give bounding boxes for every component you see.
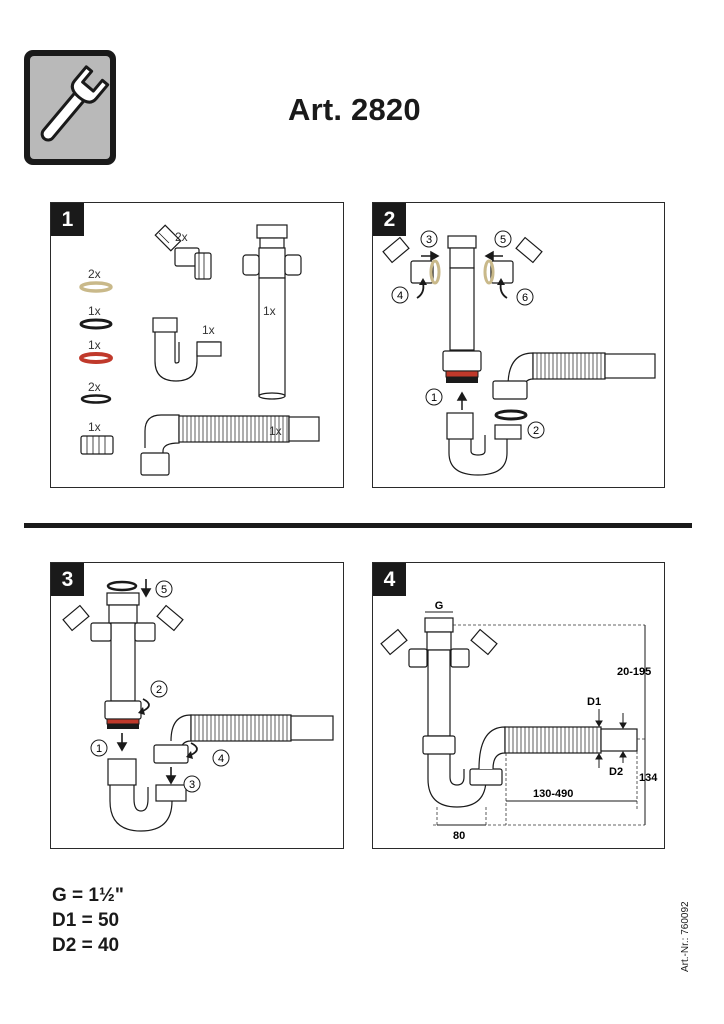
svg-text:4: 4 (218, 753, 224, 765)
section-divider (24, 523, 692, 528)
svg-text:5: 5 (161, 584, 167, 596)
dim-d1: D1 (587, 696, 601, 708)
svg-text:1: 1 (431, 392, 437, 404)
dim-d2: D2 (609, 766, 623, 778)
step-marker-4: 4 (391, 286, 409, 304)
svg-text:2: 2 (156, 684, 162, 696)
step-marker-3: 3 (183, 775, 201, 793)
main-pipe (242, 224, 302, 400)
dim-drop: 134 (639, 772, 658, 784)
assembly-illustration: 1 2 3 4 5 6 (382, 230, 656, 476)
svg-text:1: 1 (96, 743, 102, 755)
tool-icon-box (24, 50, 116, 165)
dim-height-range: 20-195 (617, 666, 651, 678)
red-gasket (79, 352, 113, 364)
panel-number: 4 (373, 563, 406, 596)
beige-gasket (79, 281, 113, 293)
panel-number: 3 (51, 563, 84, 596)
qty-red-gasket: 1x (88, 338, 101, 352)
wrench-icon (40, 65, 110, 142)
svg-text:3: 3 (189, 779, 195, 791)
qty-black-gasket: 1x (88, 304, 101, 318)
step-marker-1: 1 (90, 739, 108, 757)
step-marker-4: 4 (212, 749, 230, 767)
article-number: Art.-Nr.: 760092 (680, 901, 691, 972)
dimension-drawing: G D1 D2 20-195 134 130-490 80 (380, 600, 658, 842)
page-title: Art. 2820 (288, 92, 421, 127)
svg-text:2: 2 (533, 425, 539, 437)
dim-reach: 130-490 (533, 788, 573, 800)
panel-4-dimensions: G D1 D2 20-195 134 130-490 80 4 (372, 562, 665, 849)
elbow-connector (154, 224, 212, 280)
svg-text:5: 5 (500, 234, 506, 246)
qty-pipe: 1x (263, 304, 276, 318)
qty-elbow: 2x (175, 230, 188, 244)
svg-text:4: 4 (397, 290, 403, 302)
dim-offset: 80 (453, 830, 465, 842)
step-marker-6: 6 (516, 288, 534, 306)
step-marker-2: 2 (527, 421, 545, 439)
qty-small-gasket: 2x (88, 380, 101, 394)
legend-g: G = 1½" (52, 885, 124, 906)
small-black-gasket (80, 394, 112, 404)
nut (80, 435, 114, 455)
tightening-illustration: 1 2 3 4 5 (62, 579, 334, 832)
black-gasket (79, 318, 113, 330)
qty-nut: 1x (88, 420, 101, 434)
panel-1-parts: 2x 1x 1x 1x 2x 1x 1x 2x 1x 1 (50, 202, 344, 488)
panel-number: 1 (51, 203, 84, 236)
qty-trap: 1x (202, 323, 215, 337)
qty-beige-gasket: 2x (88, 267, 101, 281)
step-marker-5: 5 (155, 580, 173, 598)
trap-bend (152, 317, 222, 382)
step-marker-2: 2 (150, 680, 168, 698)
step-marker-5: 5 (494, 230, 512, 248)
parts-illustration: 2x 1x 1x 1x 2x 1x 1x 2x 1x (79, 224, 320, 476)
panel-2-assembly: 1 2 3 4 5 6 2 (372, 202, 665, 488)
legend-d2: D2 = 40 (52, 935, 120, 956)
dimension-legend: G = 1½" D1 = 50 D2 = 40 (52, 883, 124, 958)
flex-hose (140, 414, 320, 476)
panel-number: 2 (373, 203, 406, 236)
step-marker-1: 1 (425, 388, 443, 406)
panel-3-tightening: 1 2 3 4 5 3 (50, 562, 344, 849)
legend-d1: D1 = 50 (52, 910, 120, 931)
svg-text:3: 3 (426, 234, 432, 246)
step-marker-3: 3 (420, 230, 438, 248)
svg-text:6: 6 (522, 292, 528, 304)
dim-g: G (435, 600, 444, 612)
qty-hose: 1x (269, 424, 282, 438)
